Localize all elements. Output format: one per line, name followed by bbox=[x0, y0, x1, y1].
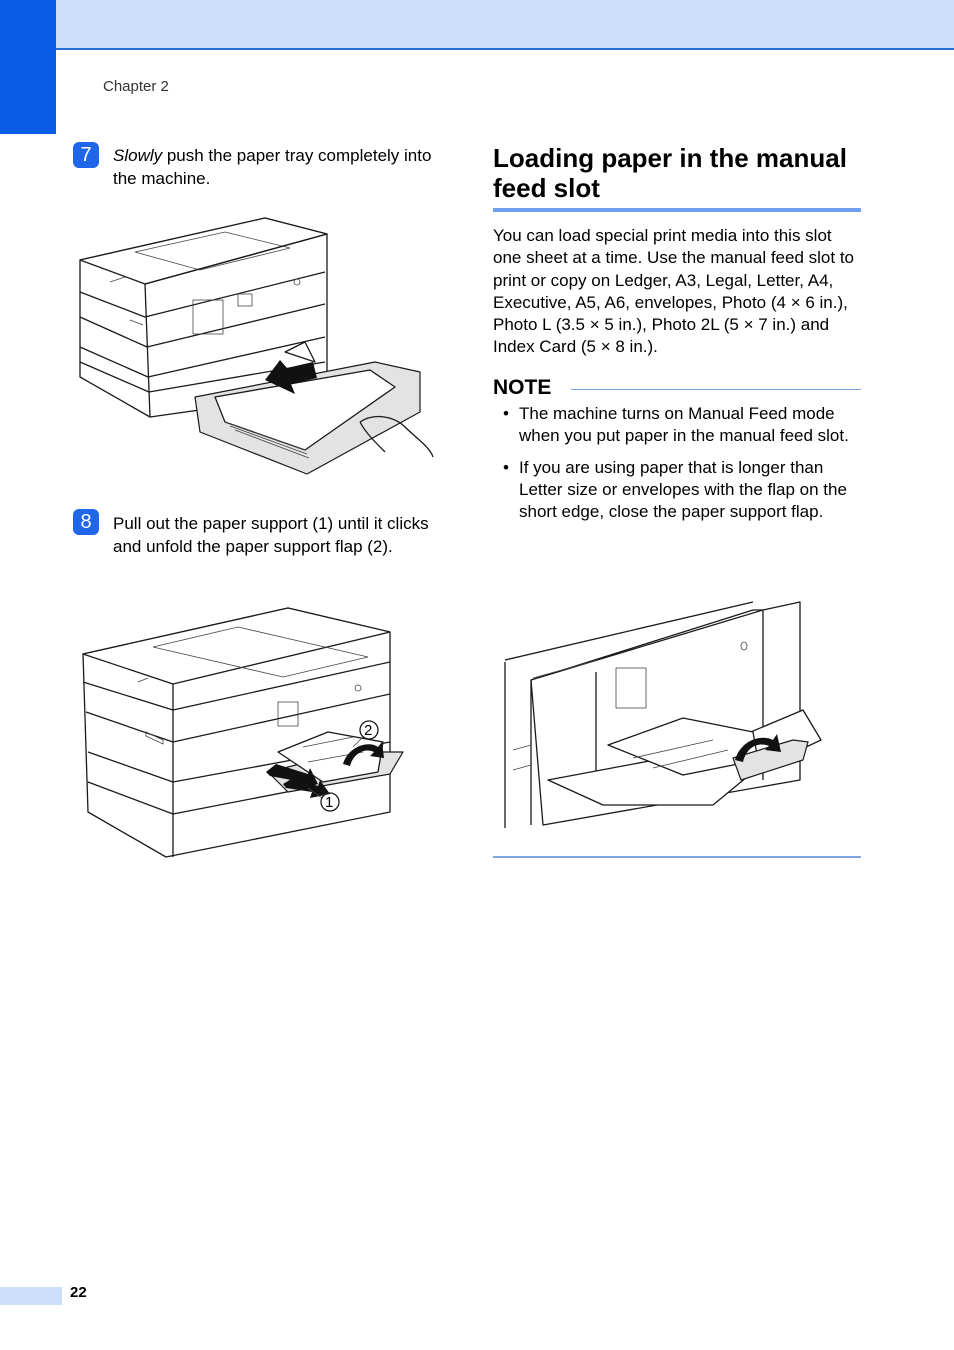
paper-support-illustration: 2 1 bbox=[82, 607, 404, 858]
note-rule bbox=[571, 389, 861, 390]
section-title: Loading paper in the manual feed slot bbox=[493, 143, 847, 203]
note-item: • The machine turns on Manual Feed mode w… bbox=[493, 403, 861, 448]
page-number: 22 bbox=[70, 1284, 87, 1301]
chapter-tab bbox=[0, 0, 56, 134]
bullet-icon: • bbox=[503, 404, 509, 423]
step-8-badge: 8 bbox=[73, 509, 99, 535]
note-item-text: If you are using paper that is longer th… bbox=[519, 457, 847, 522]
title-rule bbox=[493, 208, 861, 212]
header-band bbox=[56, 0, 954, 50]
push-tray-illustration bbox=[79, 217, 434, 475]
callout-1: 1 bbox=[325, 794, 333, 811]
note-list: • The machine turns on Manual Feed mode w… bbox=[493, 403, 861, 532]
callout-2: 2 bbox=[364, 722, 372, 739]
manual-feed-flap-illustration bbox=[504, 601, 822, 828]
page-tab bbox=[0, 1287, 62, 1305]
step-8-text: Pull out the paper support (1) until it … bbox=[113, 514, 429, 556]
step-7-badge: 7 bbox=[73, 142, 99, 168]
note-item: • If you are using paper that is longer t… bbox=[493, 457, 861, 524]
step-7-emphasis: Slowly bbox=[113, 146, 163, 165]
bullet-icon: • bbox=[503, 457, 509, 477]
step-7-text: Slowly push the paper tray completely in… bbox=[113, 145, 443, 190]
section-intro: You can load special print media into th… bbox=[493, 226, 854, 357]
chapter-label: Chapter 2 bbox=[103, 78, 169, 95]
section-end-rule bbox=[493, 856, 861, 858]
step-7-body: push the paper tray completely into the … bbox=[113, 146, 432, 188]
note-item-text: The machine turns on Manual Feed mode wh… bbox=[519, 404, 849, 446]
note-heading: NOTE bbox=[493, 376, 552, 399]
